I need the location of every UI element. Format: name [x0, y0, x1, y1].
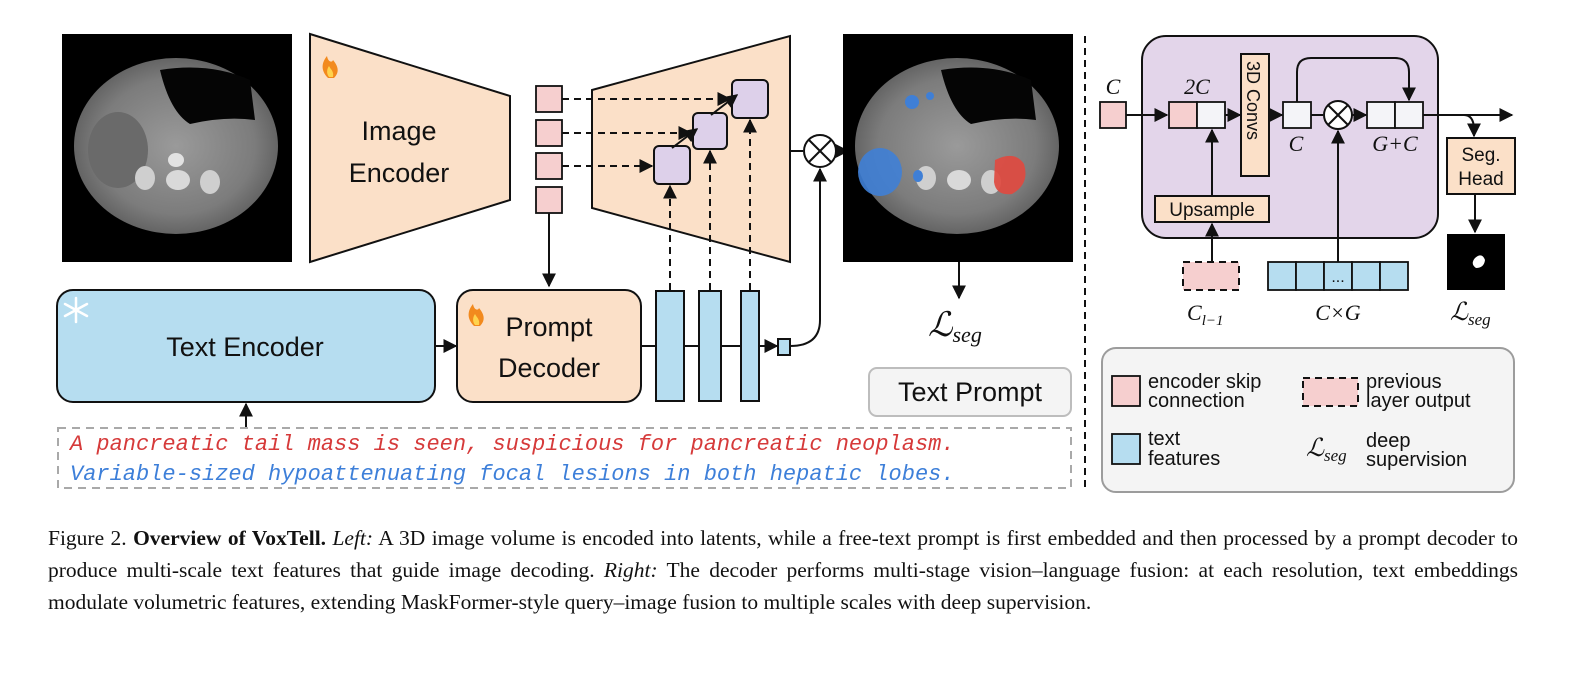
legend-deep-1: deep — [1366, 430, 1411, 452]
c-prev-label: Cl−1 — [1187, 300, 1223, 329]
caption-left-text: A 3D image volume is encoded into latent… — [48, 526, 1518, 582]
caption-title: Overview of VoxTell. — [133, 526, 327, 550]
decoder-fusion-blocks — [653, 79, 769, 185]
text-feature-bars — [655, 290, 760, 402]
image-encoder-block — [309, 32, 511, 264]
seg-head-block — [1446, 137, 1516, 195]
caption-figure-label: Figure 2. — [48, 526, 127, 550]
multiply-icon — [1323, 100, 1353, 130]
image-encoder-label-2: Encoder — [349, 158, 450, 188]
concat-skip — [1168, 101, 1198, 129]
concat-upsampled — [1196, 101, 1226, 129]
previous-layer-output — [1182, 261, 1240, 291]
concat-2c-label: 2C — [1184, 74, 1210, 99]
snowflake-icon — [63, 296, 89, 324]
legend-prev-swatch — [1302, 377, 1359, 407]
legend-skip-1: encoder skip — [1148, 371, 1261, 393]
seg-head-label-2: Head — [1458, 169, 1503, 190]
prompt-line-1: A pancreatic tail mass is seen, suspicio… — [68, 432, 955, 457]
predicted-mask — [1447, 234, 1505, 290]
prompt-text-box — [57, 427, 1072, 489]
legend-skip-swatch — [1111, 375, 1141, 407]
seg-head-label-1: Seg. — [1461, 145, 1500, 166]
image-encoder-label-1: Image — [361, 116, 436, 146]
legend-skip-2: connection — [1148, 390, 1245, 412]
legend-box — [1101, 347, 1515, 493]
figure-diagram: Image Encoder — [56, 32, 1516, 493]
legend-text-1: text — [1148, 428, 1181, 450]
fusion-stage-block — [1141, 35, 1439, 239]
prompt-decoder-label-1: Prompt — [505, 312, 593, 342]
image-decoder-block — [591, 34, 791, 264]
text-feature-vector — [1267, 261, 1409, 291]
g-plus-c-label: G+C — [1372, 131, 1418, 156]
conv3d-label: 3D Convs — [1243, 61, 1263, 140]
figure-caption: Figure 2. Overview of VoxTell. Left: A 3… — [48, 522, 1518, 618]
input-skip-feature — [1099, 101, 1127, 129]
conv-output — [1282, 101, 1312, 129]
text-encoder-label: Text Encoder — [166, 332, 324, 362]
legend-deep-2: supervision — [1366, 449, 1467, 471]
ct-input-image — [62, 34, 292, 262]
legend-prev-2: layer output — [1366, 390, 1471, 412]
text-prompt-tag — [868, 367, 1072, 417]
caption-left-label: Left: — [332, 526, 374, 550]
multiply-icon — [803, 134, 837, 168]
legend-prev-1: previous — [1366, 371, 1442, 393]
loss-label-right: ℒseg — [1450, 299, 1491, 329]
fire-icon — [322, 56, 338, 78]
upsample-label: Upsample — [1169, 200, 1255, 221]
legend-text-swatch — [1111, 433, 1141, 465]
loss-label-left: ℒseg — [928, 307, 982, 347]
prompt-decoder-block — [456, 289, 642, 403]
conv-c-label: C — [1289, 131, 1304, 156]
latent-skip-features — [535, 85, 563, 214]
conv3d-block — [1240, 53, 1270, 177]
output-residual-part — [1394, 101, 1424, 129]
legend-text-2: features — [1148, 448, 1220, 470]
pooled-text-feature — [777, 338, 791, 356]
input-c-label: C — [1106, 74, 1121, 99]
caption-right-label: Right: — [603, 558, 658, 582]
prompt-line-2: Variable-sized hypoattenuating focal les… — [70, 462, 955, 487]
ct-output-segmentation — [843, 34, 1073, 262]
text-prompt-label: Text Prompt — [898, 377, 1043, 407]
caption-right-text: The decoder performs multi-stage vision–… — [48, 558, 1518, 614]
fire-icon — [468, 304, 484, 326]
output-text-part — [1366, 101, 1396, 129]
c-times-g-label: C×G — [1315, 300, 1361, 325]
prompt-decoder-label-2: Decoder — [498, 353, 600, 383]
feature-dots: ... — [1331, 269, 1344, 286]
